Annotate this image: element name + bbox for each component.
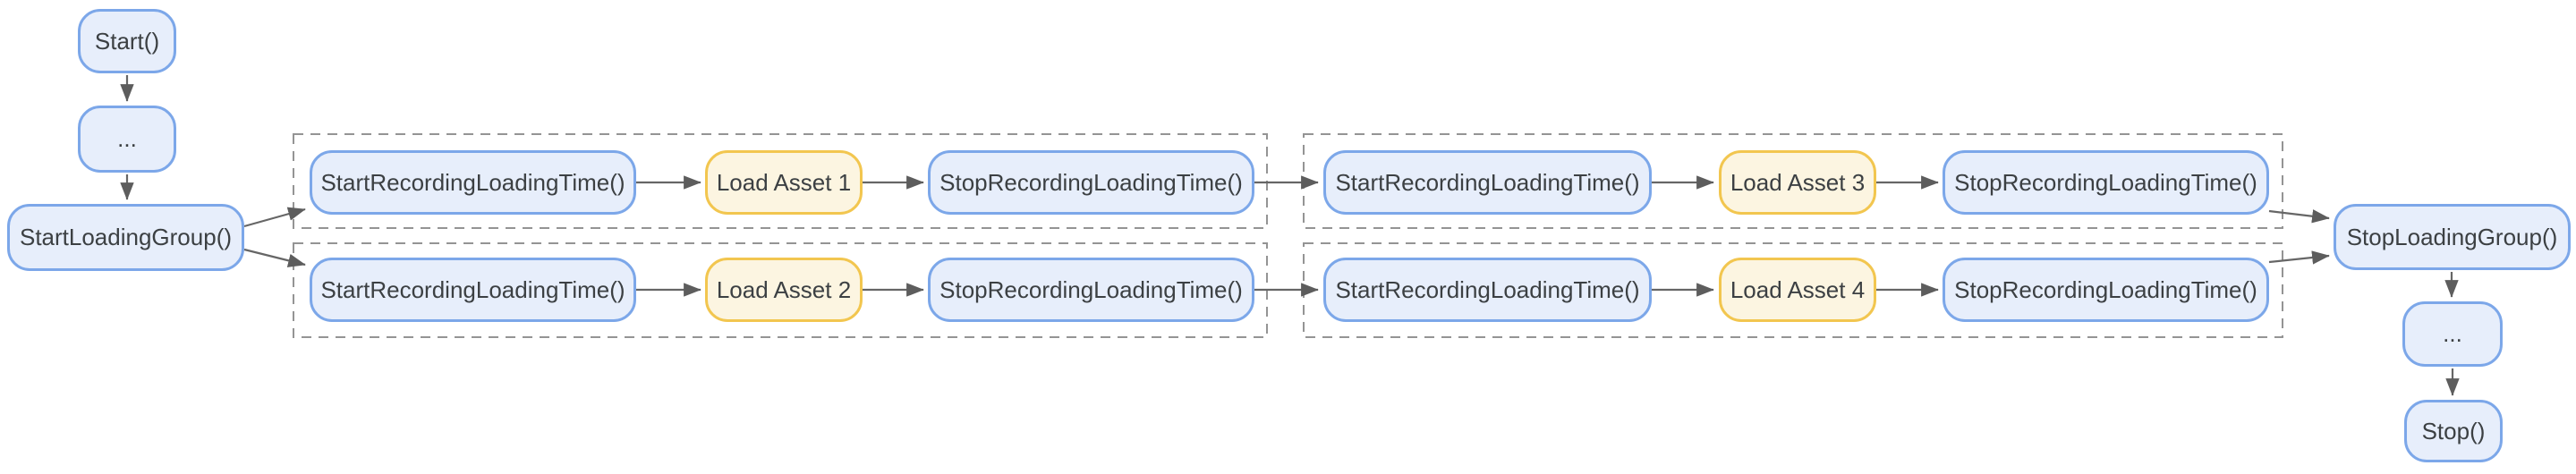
arrow-startgroup-to-row2 xyxy=(243,248,306,267)
node-stop-loading-group: StopLoadingGroup() xyxy=(2334,204,2571,270)
node-g2r2-stop-recording: StopRecordingLoadingTime() xyxy=(1943,258,2269,322)
arrow-row2-to-stopgroup xyxy=(2268,250,2330,265)
arrow-startgroup-to-row1 xyxy=(243,207,306,228)
group1-row1-dashed-box xyxy=(293,133,1268,229)
node-start-loading-group: StartLoadingGroup() xyxy=(7,204,244,271)
node-exit-ellipsis: ... xyxy=(2402,301,2503,367)
node-g2r1-stop-recording: StopRecordingLoadingTime() xyxy=(1943,150,2269,215)
node-stop: Stop() xyxy=(2404,400,2503,462)
arrow-row1-to-stopgroup xyxy=(2268,209,2330,224)
node-g2r2-start-recording: StartRecordingLoadingTime() xyxy=(1323,258,1652,322)
node-load-asset-4: Load Asset 4 xyxy=(1719,258,1876,322)
node-load-asset-3: Load Asset 3 xyxy=(1719,150,1876,215)
node-entry-ellipsis: ... xyxy=(78,106,176,173)
node-start: Start() xyxy=(78,9,176,73)
node-g1r2-start-recording: StartRecordingLoadingTime() xyxy=(310,258,636,322)
node-g1r1-start-recording: StartRecordingLoadingTime() xyxy=(310,150,636,215)
node-load-asset-1: Load Asset 1 xyxy=(705,150,863,215)
node-g1r2-stop-recording: StopRecordingLoadingTime() xyxy=(928,258,1254,322)
node-load-asset-2: Load Asset 2 xyxy=(705,258,863,322)
node-g2r1-start-recording: StartRecordingLoadingTime() xyxy=(1323,150,1652,215)
node-g1r1-stop-recording: StopRecordingLoadingTime() xyxy=(928,150,1254,215)
